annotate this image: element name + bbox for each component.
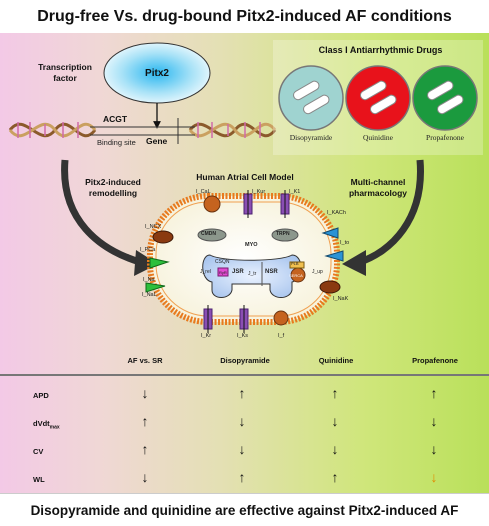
table-cell-arrow: ↑ (238, 385, 246, 401)
trpn-blob (271, 228, 299, 242)
propafenone-pill-icon (412, 65, 478, 131)
ikr-channel-icon (203, 305, 213, 333)
disopyramide-label: Disopyramide (289, 133, 333, 142)
pharmacology-arrow (358, 159, 424, 266)
remodelling-arrow (61, 159, 142, 266)
table-cell-arrow: ↓ (238, 413, 246, 429)
iks-channel-icon (239, 305, 249, 333)
inak-label: I_NaK (333, 296, 349, 302)
acgt-label: ACGT (103, 114, 128, 124)
if-channel-icon (273, 310, 289, 326)
table-cell-arrow: ↓ (430, 441, 438, 457)
dvdt-subscript: max (49, 424, 60, 431)
cmdn-label: CMDN (201, 231, 216, 237)
row-label-dvdt: dVdtmax (33, 419, 60, 431)
dna-left-icon (8, 122, 97, 138)
ikach-label: I_KACh (327, 210, 346, 216)
iks-label: I_Ks (237, 333, 249, 339)
plb-box (289, 261, 305, 269)
table-cell-arrow: ↓ (430, 469, 438, 485)
row-label-apd: APD (33, 391, 49, 400)
column-disopyramide: Disopyramide (220, 356, 270, 365)
cell-model-title: Human Atrial Cell Model (196, 172, 294, 182)
table-cell-arrow: ↓ (430, 413, 438, 429)
ikur-channel-icon (243, 190, 253, 218)
disopyramide-pill-icon (278, 65, 344, 131)
dna-right-icon (188, 122, 277, 138)
conclusion-footer: Disopyramide and quinidine are effective… (0, 493, 489, 526)
table-cell-arrow: ↓ (238, 441, 246, 457)
csqn-label: CSQN (215, 259, 230, 265)
nsr-label: NSR (265, 269, 278, 275)
serca-label: SERCA (289, 273, 303, 278)
ito-channel-icon (321, 227, 339, 239)
inal-label: I_NaL (142, 292, 157, 298)
table-cell-arrow: ↑ (430, 385, 438, 401)
jrel-label: J_rel (200, 269, 211, 275)
trpn-label: TRPN (276, 231, 290, 237)
table-cell-arrow: ↓ (331, 441, 339, 457)
ik1-channel-icon (280, 190, 290, 218)
ical-channel-icon (203, 195, 221, 213)
figure-title: Drug-free Vs. drug-bound Pitx2-induced A… (0, 0, 489, 33)
ryr-channel-icon (217, 267, 229, 277)
ito-label: I_to (340, 240, 350, 246)
table-cell-arrow: ↑ (141, 441, 149, 457)
ryr-label: RyR (219, 270, 227, 275)
jup-label: J_up (312, 269, 323, 275)
ical-label: I_CaL (196, 189, 211, 195)
binding-site-label: Binding site (97, 138, 136, 147)
column-af-vs-sr: AF vs. SR (127, 356, 163, 365)
inak-channel-icon (319, 280, 341, 294)
transcription-factor-label: Transcription factor (38, 62, 92, 83)
quinidine-pill-icon (345, 65, 411, 131)
table-cell-arrow: ↓ (141, 469, 149, 485)
propafenone-label: Propafenone (426, 133, 464, 142)
ipca-label: I_PCa (140, 247, 156, 253)
incx-channel-icon (152, 230, 174, 244)
table-cell-arrow: ↑ (238, 469, 246, 485)
ik1-label: I_K1 (289, 189, 301, 195)
sarcoplasmic-reticulum (202, 254, 302, 298)
jsr-label: JSR (232, 269, 244, 275)
if-label: I_f (278, 333, 285, 339)
table-divider (0, 374, 489, 376)
cmdn-blob (197, 228, 227, 242)
ipca-channel-icon (149, 257, 170, 269)
pharmacology-label: Multi-channel pharmacology (348, 177, 408, 198)
ikr-label: I_Kr (201, 333, 212, 339)
row-label-wl: WL (33, 475, 45, 484)
column-quinidine: Quinidine (318, 356, 354, 365)
pitx2-label: Pitx2 (145, 68, 169, 79)
ikach-channel-icon (324, 250, 344, 262)
column-propafenone: Propafenone (412, 356, 458, 365)
table-cell-arrow: ↑ (331, 469, 339, 485)
jtr-label: J_tr (248, 271, 257, 277)
quinidine-label: Quinidine (363, 133, 393, 142)
row-label-cv: CV (33, 447, 44, 456)
ina-channel-icon (145, 282, 166, 293)
table-cell-arrow: ↓ (331, 413, 339, 429)
cell-membrane (147, 193, 340, 325)
incx-label: I_NCX (145, 224, 162, 230)
gene-label: Gene (146, 136, 168, 146)
table-cell-arrow: ↓ (141, 385, 149, 401)
ina-label: I_Na (143, 277, 155, 283)
table-cell-arrow: ↑ (141, 413, 149, 429)
plb-label: PLB (291, 261, 299, 266)
remodelling-label: Pitx2-induced remodelling (85, 177, 141, 198)
drugs-title: Class I Antiarrhythmic Drugs (318, 45, 443, 55)
myo-label: MYO (245, 242, 258, 248)
ikur-label: I_Kur (252, 189, 266, 195)
table-cell-arrow: ↑ (331, 385, 339, 401)
